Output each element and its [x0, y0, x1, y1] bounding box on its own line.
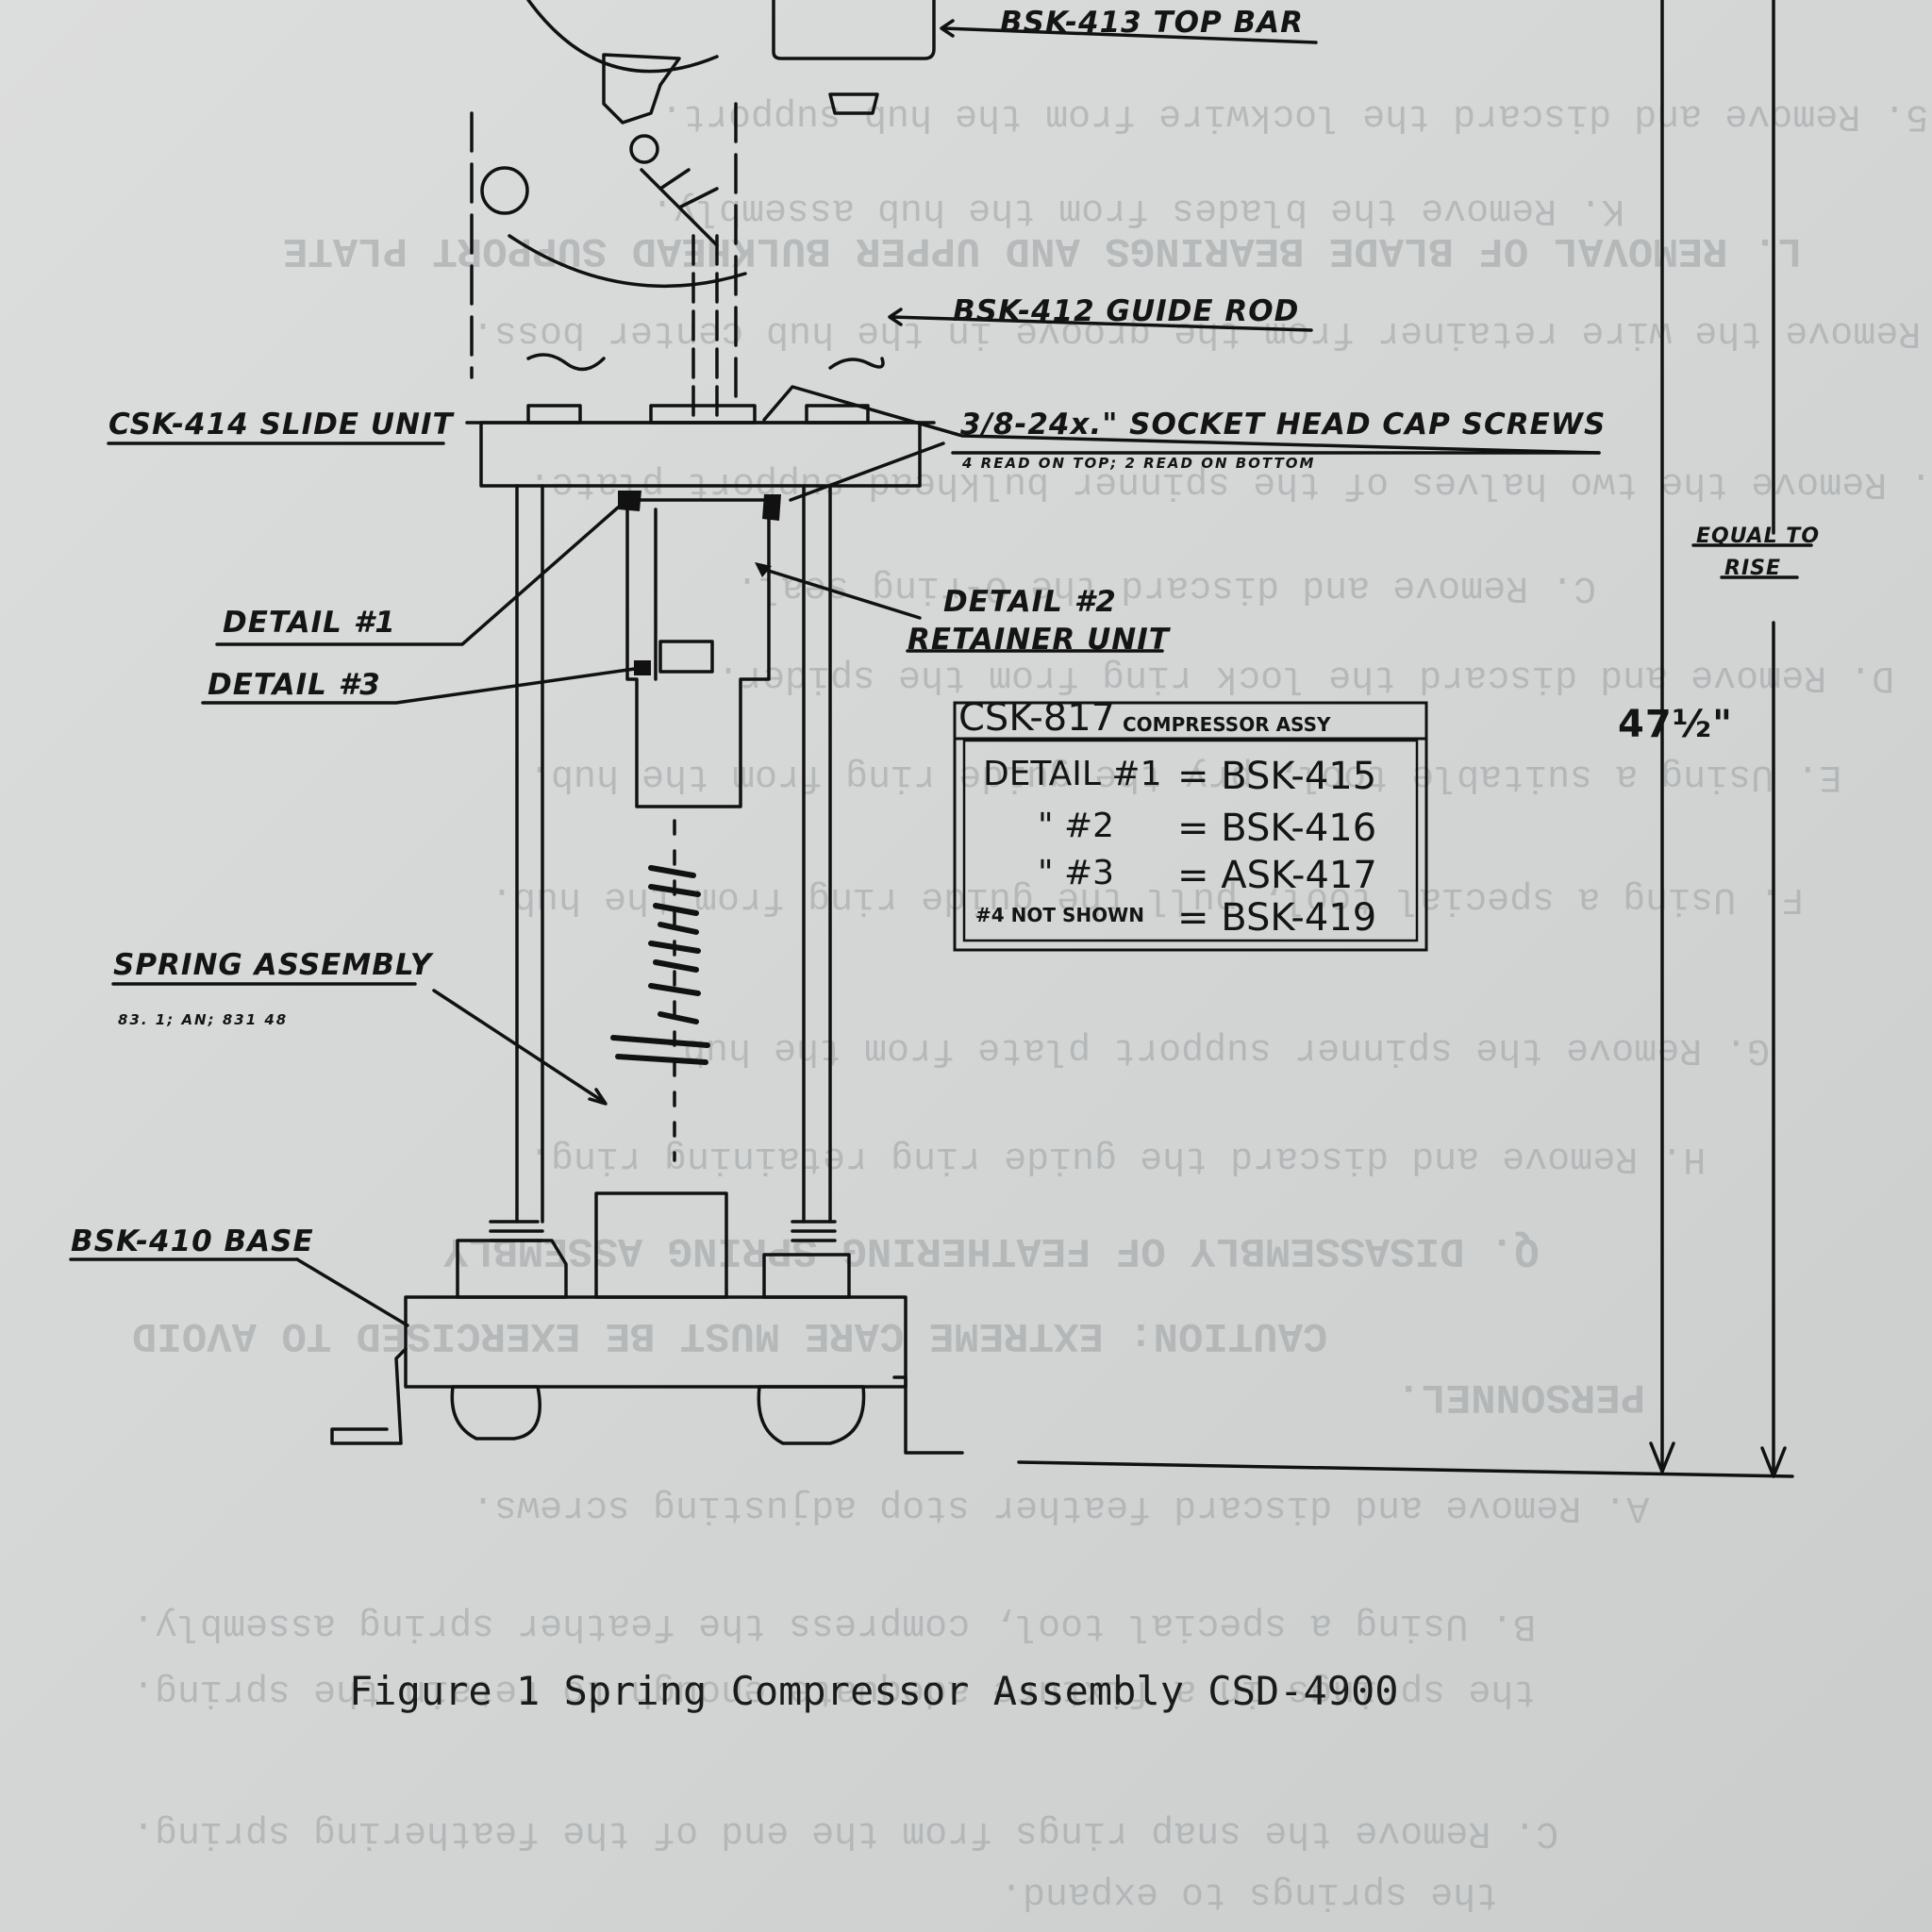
- leader-detail1: [215, 506, 620, 646]
- parts-row-right: = BSK-416: [1177, 807, 1377, 850]
- hub-inner: [640, 168, 719, 247]
- spring-coil: [610, 865, 710, 1065]
- leader-detail2: [758, 566, 922, 620]
- top-bar: [772, 0, 936, 60]
- label-spring-assembly: SPRING ASSEMBLY: [113, 948, 433, 982]
- guide-rod-upper: [691, 234, 719, 417]
- label-rise: RISE: [1724, 557, 1781, 580]
- parts-row-right: = BSK-419: [1177, 896, 1377, 940]
- base-threads-right: [791, 1220, 837, 1242]
- arrow-detail2: [755, 562, 772, 577]
- ball-detail: [629, 134, 659, 164]
- foot-left: [330, 1347, 408, 1445]
- leader-spring: [432, 989, 606, 1104]
- top-arc: [526, 0, 719, 74]
- label-detail-3: DETAIL #3: [208, 668, 381, 702]
- label-top-bar: BSK-413 TOP BAR: [1000, 6, 1305, 40]
- base-nut-right: [762, 1253, 851, 1299]
- figure-caption: Figure 1 Spring Compressor Assembly CSD-…: [349, 1668, 1399, 1714]
- base-nut-left: [456, 1239, 568, 1299]
- label-equal-to: EQUAL TO: [1696, 525, 1821, 548]
- break-left: [526, 353, 606, 372]
- base-threads-left: [489, 1220, 544, 1242]
- base-block: [404, 1295, 908, 1389]
- label-retainer-unit: RETAINER UNIT: [908, 623, 1170, 657]
- leader-cap-screws-a: [762, 385, 1601, 455]
- retainer-body: [625, 498, 771, 808]
- label-base: BSK-410 BASE: [71, 1224, 314, 1258]
- slide-nut-right: [805, 404, 870, 425]
- cap-screw-mark: [618, 491, 641, 511]
- arrow-guide-rod: [888, 308, 903, 326]
- parts-row-right: = ASK-417: [1177, 854, 1377, 897]
- cap-screw-mark: [634, 660, 651, 675]
- leader-cap-screws-b: [789, 441, 945, 502]
- base-bottom-nut-right: [757, 1385, 866, 1445]
- break-right: [828, 357, 885, 370]
- slide-collar: [649, 404, 757, 425]
- label-detail-1: DETAIL #1: [223, 606, 396, 640]
- nut-top: [828, 92, 879, 115]
- arrow-spring: [588, 1088, 608, 1106]
- ground-line: [1017, 1460, 1794, 1478]
- parts-row-left: DETAIL #1: [983, 755, 1162, 793]
- parts-row-left: " #3: [1038, 854, 1115, 892]
- parts-box-outer: [953, 701, 1428, 952]
- parts-box-inner: [962, 739, 1419, 942]
- parts-box-title: CSK-817: [958, 696, 1116, 740]
- label-cap-screws-note: 4 READ ON TOP; 2 READ ON BOTTOM: [962, 455, 1316, 472]
- leader-top-bar: [941, 26, 1318, 44]
- cap-screw-mark: [762, 494, 781, 521]
- label-cap-screws: 3/8-24x." SOCKET HEAD CAP SCREWS: [960, 408, 1607, 441]
- parts-row-right: = BSK-415: [1177, 755, 1377, 798]
- leader-detail3: [201, 666, 643, 705]
- retainer-small-block: [658, 640, 714, 674]
- base-center-block: [594, 1191, 728, 1299]
- parts-box-subtitle: COMPRESSOR ASSY: [1123, 713, 1331, 736]
- hub-arc: [508, 234, 747, 289]
- label-detail-2: DETAIL #2: [943, 585, 1117, 619]
- foot-right: [892, 1375, 964, 1455]
- left-knob: [480, 166, 529, 215]
- dim-arrow-left: [1649, 1441, 1675, 1474]
- arrow-top-bar: [940, 19, 955, 38]
- slide-nut-left: [526, 404, 582, 425]
- label-spring-note: 83. 1; AN; 831 48: [118, 1011, 289, 1028]
- top-gear-outline: [602, 53, 681, 125]
- label-guide-rod: BSK-412 GUIDE ROD: [953, 294, 1300, 328]
- label-height: 47½": [1618, 703, 1733, 746]
- leader-base: [295, 1257, 409, 1327]
- parts-row-left: #4 NOT SHOWN: [975, 904, 1144, 926]
- base-bottom-nut-left: [450, 1385, 541, 1441]
- parts-row-left: " #2: [1038, 807, 1115, 845]
- leader-guide-rod: [890, 315, 1313, 332]
- label-slide-unit: CSK-414 SLIDE UNIT: [108, 408, 454, 441]
